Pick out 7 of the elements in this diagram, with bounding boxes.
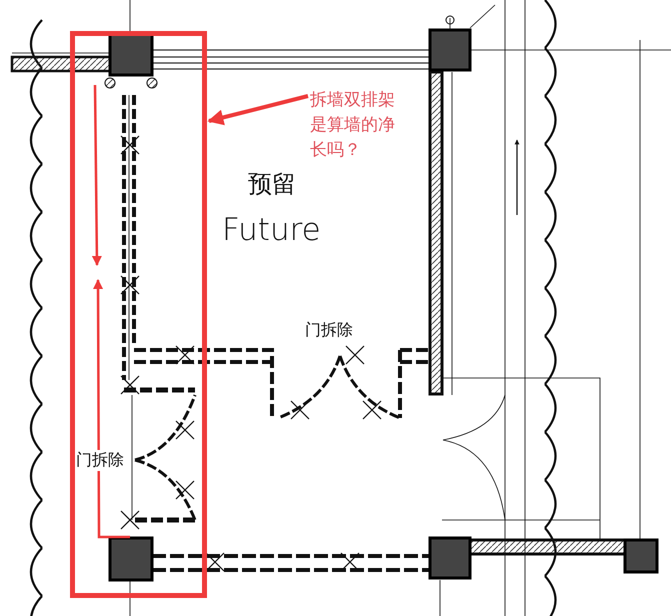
- room-label: Future: [222, 212, 321, 248]
- door-note: 门拆除: [305, 320, 353, 341]
- highlight-frame: [70, 31, 207, 598]
- arrow: [207, 94, 308, 126]
- annotation-text: 拆墙双排架是算墙的净长吗？: [310, 88, 402, 163]
- room-label: 预留: [248, 169, 296, 200]
- door-note: 门拆除: [76, 450, 124, 471]
